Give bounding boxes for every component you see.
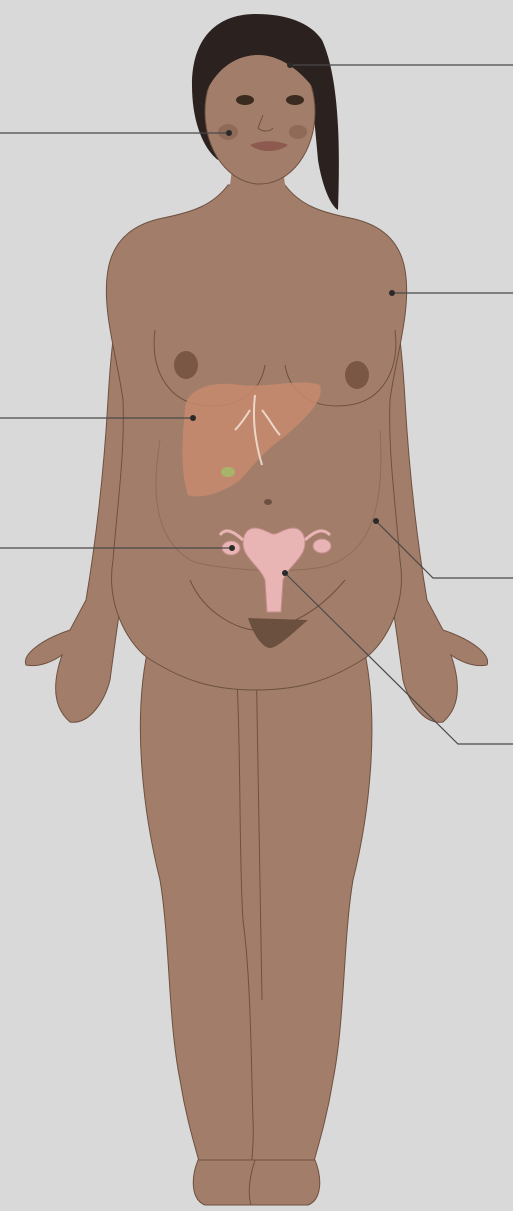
callout-dot	[287, 62, 293, 68]
callout-dot	[389, 290, 395, 296]
right-foot	[249, 1160, 319, 1205]
right-eye	[286, 95, 304, 105]
callout-dot	[282, 570, 288, 576]
callout-dot	[229, 545, 235, 551]
navel	[264, 499, 272, 505]
callout-dot	[190, 415, 196, 421]
callout-dot	[226, 130, 232, 136]
gallbladder	[221, 467, 235, 477]
right-nipple	[345, 361, 369, 389]
left-eye	[236, 95, 254, 105]
right-ovary	[313, 539, 331, 553]
right-cheek-patch	[289, 125, 307, 139]
callout-dot	[373, 518, 379, 524]
left-nipple	[174, 351, 198, 379]
